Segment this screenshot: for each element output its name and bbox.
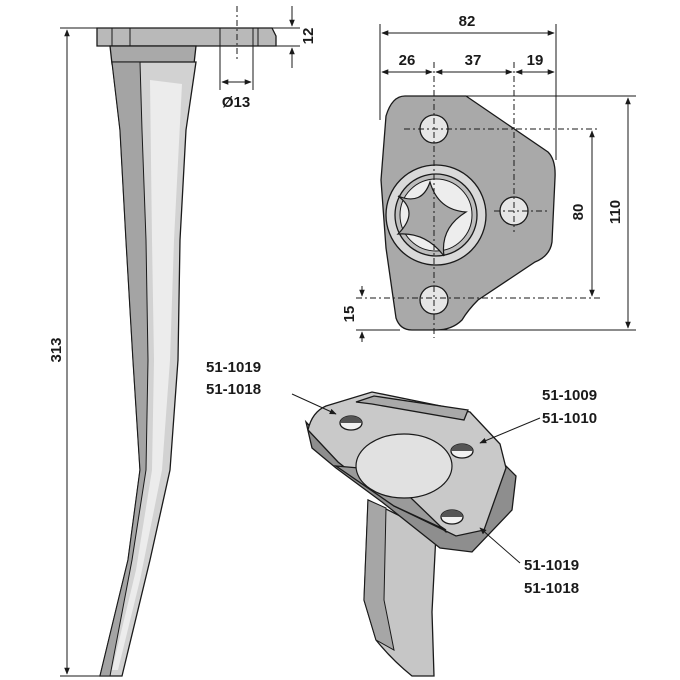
flange-thickness-label: 12 xyxy=(300,28,317,45)
callout-right: 51-1009 51-1010 xyxy=(479,387,597,444)
spacing-19-label: 19 xyxy=(527,52,544,69)
callout-bottom-right-line-2: 51-1018 xyxy=(524,580,579,597)
spacing-37-label: 37 xyxy=(465,52,482,69)
hub-blade-section xyxy=(396,179,468,257)
inner-height-label: 80 xyxy=(570,204,587,221)
callout-right-line-2: 51-1010 xyxy=(542,410,597,427)
iso-hub xyxy=(355,433,453,499)
callout-bottom-right: 51-1019 51-1018 xyxy=(479,527,579,597)
spacing-26-label: 26 xyxy=(399,52,416,69)
hole-diameter-label: Ø13 xyxy=(222,94,250,111)
overall-width-label: 82 xyxy=(459,13,476,30)
callout-bottom-right-line-1: 51-1019 xyxy=(524,557,579,574)
length-dimension-label: 313 xyxy=(48,337,65,362)
callout-top-left-line-2: 51-1018 xyxy=(206,381,261,398)
callout-top-left: 51-1019 51-1018 xyxy=(206,359,337,415)
iso-rib xyxy=(355,395,469,421)
overall-height-label: 110 xyxy=(607,200,624,224)
bottom-offset-label: 15 xyxy=(341,306,358,323)
side-view-blade-highlight xyxy=(112,80,182,670)
isometric-view xyxy=(304,391,517,677)
side-view: 313 12 Ø13 xyxy=(48,6,317,677)
side-view-flange xyxy=(96,27,277,47)
callout-right-line-1: 51-1009 xyxy=(542,387,597,404)
callout-top-left-line-1: 51-1019 xyxy=(206,359,261,376)
side-view-neck xyxy=(109,45,197,65)
top-view: 82 26 37 19 80 110 15 xyxy=(341,13,636,342)
